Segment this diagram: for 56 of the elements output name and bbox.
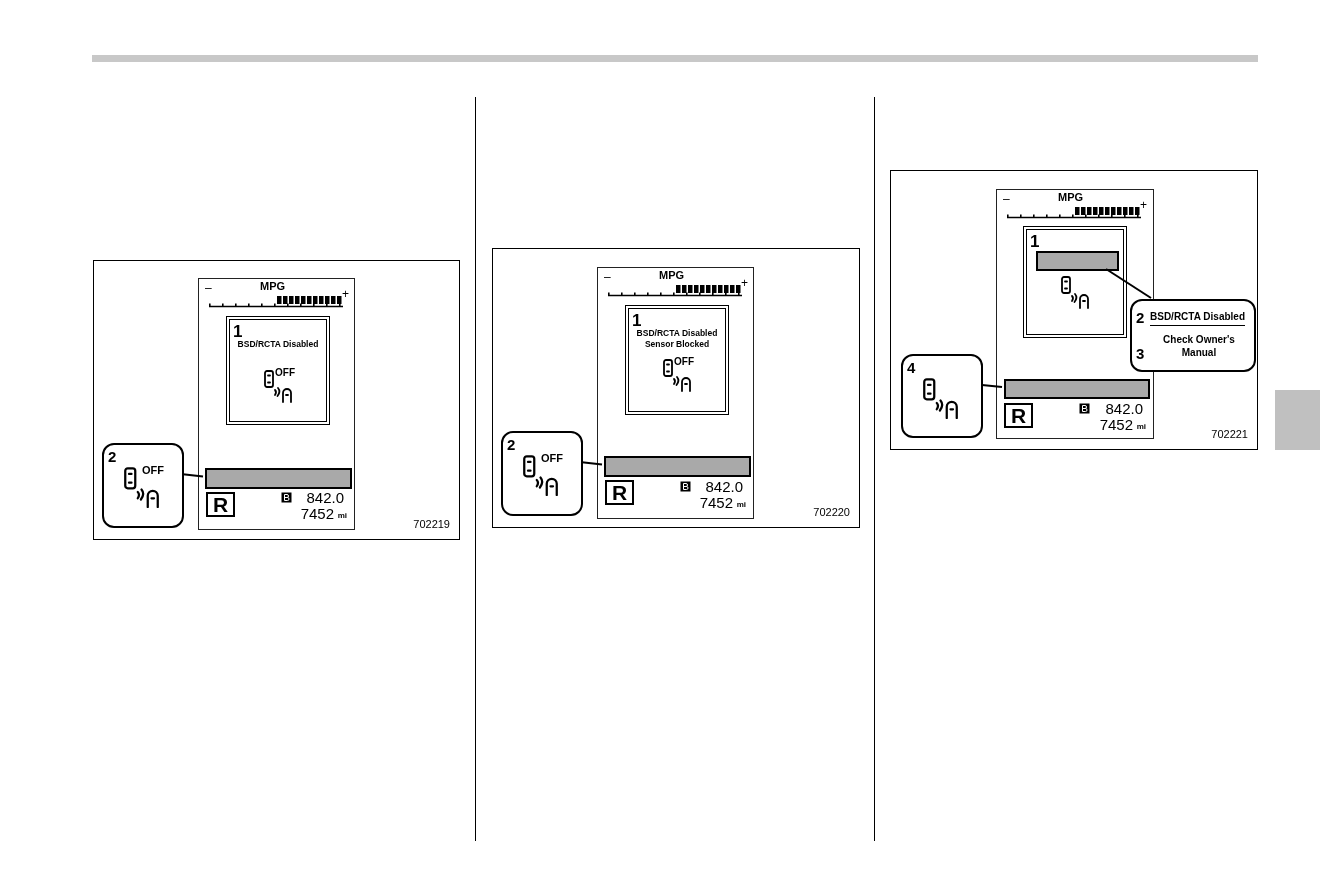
scale-sign: +	[741, 277, 748, 289]
message-bar	[604, 456, 751, 477]
trip-reading: 842.0	[306, 490, 344, 505]
message-text: BSD/RCTA Disabled Sensor Blocked	[635, 328, 719, 351]
callout-bubble	[102, 443, 184, 528]
scale-sign: +	[342, 288, 349, 300]
message-panel	[229, 319, 327, 422]
callout-number: 1	[233, 323, 243, 340]
unit-label: mi	[337, 512, 347, 520]
trip-reading: 842.0	[705, 479, 743, 494]
message-bar	[205, 468, 352, 489]
message-text: BSD/RCTA Disabled	[1150, 312, 1245, 326]
gear-indicator: R	[1004, 403, 1033, 428]
scale-sign: +	[1140, 199, 1147, 211]
callout-number: 2	[108, 449, 117, 464]
display-label: MPG	[659, 270, 685, 281]
off-text: OFF	[142, 465, 164, 476]
off-text: OFF	[541, 453, 563, 464]
trip-reading: 842.0	[1105, 401, 1143, 416]
callout-bubble	[901, 354, 983, 438]
callout-number: 4	[907, 360, 916, 375]
display-label: MPG	[1058, 192, 1084, 203]
callout-number: 1	[632, 312, 642, 329]
odometer-reading: 7452	[699, 495, 733, 510]
scale-sign: –	[1003, 193, 1010, 205]
unit-label: mi	[736, 501, 746, 509]
callout-number: 1	[1030, 233, 1040, 250]
message-bar	[1004, 379, 1150, 399]
odometer-reading: 7452	[1099, 417, 1133, 432]
callout-bubble	[501, 431, 583, 516]
figure-number: 702220	[813, 507, 850, 518]
figure-number: 702221	[1211, 429, 1248, 440]
message-text: Check Owner's Manual	[1162, 333, 1236, 359]
scale-sign: –	[604, 271, 611, 283]
message-panel	[1026, 229, 1124, 335]
figure-number: 702219	[413, 519, 450, 530]
message-text: BSD/RCTA Disabled	[236, 339, 320, 351]
figure-frame	[93, 260, 460, 540]
callout-number: 2	[1136, 310, 1145, 325]
scale-sign: –	[205, 282, 212, 294]
unit-label: mi	[1136, 423, 1146, 431]
odometer-reading: 7452	[300, 506, 334, 521]
figure-frame	[492, 248, 860, 528]
callout-number: 2	[507, 437, 516, 452]
callout-number: 3	[1136, 346, 1145, 361]
message-panel	[628, 308, 726, 412]
display-screen	[597, 267, 754, 519]
message-bar	[1036, 251, 1119, 271]
figure-frame	[890, 170, 1258, 450]
gear-indicator: R	[206, 492, 235, 517]
display-screen	[198, 278, 355, 530]
off-text: OFF	[275, 368, 295, 378]
off-text: OFF	[674, 357, 694, 367]
callout-bubble	[1130, 299, 1256, 372]
gear-indicator: R	[605, 480, 634, 505]
display-label: MPG	[260, 281, 286, 292]
